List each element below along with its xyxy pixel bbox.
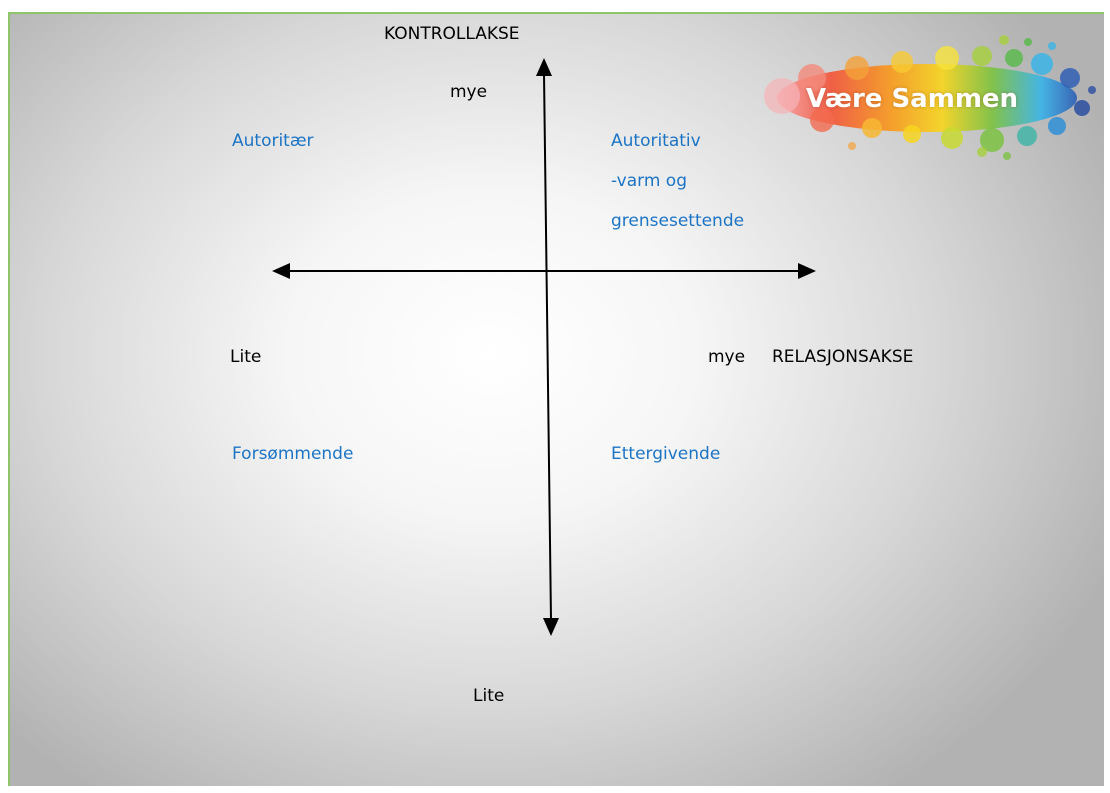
vertical-axis-arrow-down: [543, 618, 559, 636]
vaere-sammen-logo: [764, 35, 1096, 160]
horizontal-axis-arrow-left: [272, 263, 290, 279]
horizontal-axis-right-label: mye: [708, 347, 746, 367]
horizontal-axis-left-label: Lite: [230, 347, 262, 367]
quadrant-bottom-right-label: Ettergivende: [611, 444, 721, 464]
horizontal-axis-arrow-right: [798, 263, 816, 279]
vertical-axis-top-label: mye: [450, 82, 488, 102]
quadrant-top-left-label: Autoritær: [232, 131, 314, 151]
logo-text: Være Sammen: [806, 84, 1019, 114]
quadrant-top-right-line1: Autoritativ: [611, 131, 701, 151]
vertical-axis-title: KONTROLLAKSE: [384, 24, 520, 44]
quadrant-top-right-line2: -varm og: [611, 171, 688, 191]
vertical-axis-bottom-label: Lite: [473, 686, 505, 706]
axes: [272, 58, 816, 636]
quadrant-top-right-line3: grensesettende: [611, 211, 745, 231]
diagram-frame: Være Sammen KONTROLLAKSE mye Lite Lite m…: [8, 12, 1104, 786]
vertical-axis-arrow-up: [536, 58, 552, 76]
quadrant-bottom-left-label: Forsømmende: [232, 444, 354, 464]
horizontal-axis-title: RELASJONSAKSE: [772, 347, 914, 367]
vertical-axis-line: [543, 73, 552, 621]
